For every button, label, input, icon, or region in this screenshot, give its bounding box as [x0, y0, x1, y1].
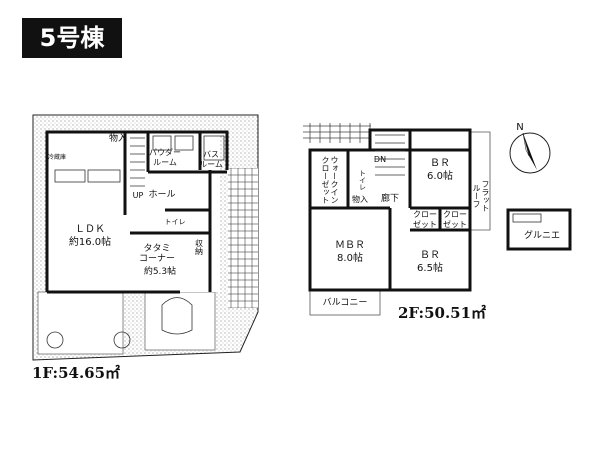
powder-room-label: パウダー ルーム [149, 148, 181, 167]
2f-dn-label: DN [373, 155, 387, 164]
1f-up-label: UP [132, 191, 144, 200]
hall-label: ホール [148, 190, 176, 200]
ldk-label: ＬＤＫ [75, 224, 105, 235]
br1-size: 6.0帖 [427, 171, 453, 182]
br2-label: ＢＲ [420, 250, 440, 261]
compass-north-label: N [516, 122, 524, 133]
1f-storage-label: 物入 [108, 134, 128, 144]
ldk-size: 約16.0帖 [68, 237, 112, 248]
br2-size: 6.5帖 [417, 263, 443, 274]
2f-storage-label: 物入 [352, 195, 368, 204]
flat-roof-label: フラット ルーフ [472, 180, 490, 212]
fridge-label: 冷蔵庫 [47, 154, 67, 161]
1f-toilet-label: トイレ [164, 218, 186, 226]
1f-area: 1F:54.65㎡ [32, 364, 121, 382]
tatami-corner-size: 約5.3帖 [143, 267, 177, 277]
building-title: 5号棟 [22, 18, 122, 58]
second-floor-plan [303, 123, 572, 316]
2f-area: 2F:50.51㎡ [398, 304, 487, 322]
first-floor-plan [32, 114, 259, 361]
mbr-label: ＭＢＲ [335, 240, 365, 251]
bath-room-label: バス ルーム [199, 150, 223, 169]
attic-label: グルニエ [523, 231, 561, 241]
closet-a-label: クロー ゼット [413, 210, 437, 229]
corridor-label: 廊下 [380, 194, 400, 204]
balcony-label: バルコニー [322, 298, 368, 308]
tatami-corner-label: タタミ コーナー [138, 244, 176, 264]
mbr-size: 8.0帖 [337, 253, 363, 264]
2f-toilet-label: トイレ [358, 169, 367, 191]
compass-icon [509, 132, 551, 174]
1f-closet-label: 収納 [194, 239, 204, 255]
closet-b-label: クロー ゼット [443, 210, 467, 229]
br1-label: ＢＲ [430, 158, 450, 169]
walk-in-closet-label: ウォークイン クローゼット [321, 156, 339, 204]
